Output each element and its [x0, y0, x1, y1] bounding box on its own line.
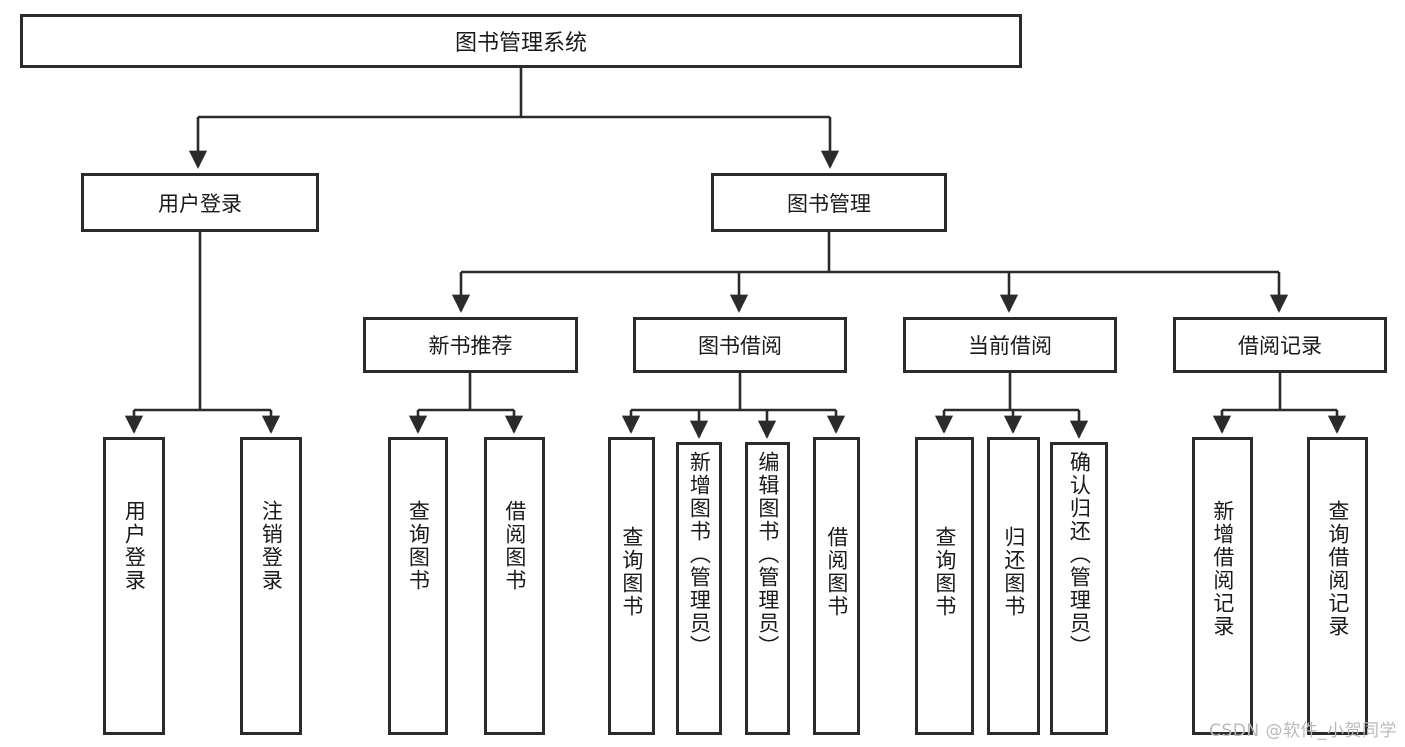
node-leaf-user-login[interactable]: 用户登录 — [103, 437, 165, 735]
node-leaf-add-book-admin[interactable]: 新增图书（管理员） — [676, 442, 722, 735]
node-leaf-query-book-1[interactable]: 查询图书 — [388, 437, 448, 735]
node-new-book-recommend[interactable]: 新书推荐 — [363, 317, 578, 373]
node-borrow-record[interactable]: 借阅记录 — [1173, 317, 1387, 373]
node-book-borrow[interactable]: 图书借阅 — [633, 317, 847, 373]
node-current-borrow[interactable]: 当前借阅 — [903, 317, 1117, 373]
node-leaf-query-book-2-label: 查询图书 — [619, 526, 644, 618]
node-leaf-edit-book-admin-label: 编辑图书（管理员） — [755, 451, 780, 658]
node-leaf-borrow-book-2[interactable]: 借阅图书 — [813, 437, 860, 735]
node-root[interactable]: 图书管理系统 — [20, 14, 1022, 68]
node-leaf-add-borrow-record[interactable]: 新增借阅记录 — [1192, 437, 1253, 735]
node-leaf-borrow-book-1[interactable]: 借阅图书 — [484, 437, 545, 735]
node-leaf-query-book-3-label: 查询图书 — [932, 526, 957, 618]
node-user-login-label: 用户登录 — [158, 191, 242, 216]
node-leaf-user-logout-label: 注销登录 — [259, 500, 284, 592]
node-leaf-add-borrow-record-label: 新增借阅记录 — [1210, 500, 1235, 638]
node-leaf-query-book-3[interactable]: 查询图书 — [915, 437, 974, 735]
node-current-borrow-label: 当前借阅 — [968, 334, 1052, 358]
node-leaf-confirm-return-admin[interactable]: 确认归还（管理员） — [1050, 442, 1108, 735]
node-user-login[interactable]: 用户登录 — [81, 173, 319, 232]
node-leaf-query-borrow-record[interactable]: 查询借阅记录 — [1307, 437, 1368, 735]
node-book-borrow-label: 图书借阅 — [698, 334, 782, 358]
node-leaf-query-borrow-record-label: 查询借阅记录 — [1325, 500, 1350, 638]
node-borrow-record-label: 借阅记录 — [1238, 334, 1322, 358]
node-leaf-return-book-label: 归还图书 — [1001, 526, 1026, 618]
node-leaf-return-book[interactable]: 归还图书 — [987, 437, 1040, 735]
node-leaf-edit-book-admin[interactable]: 编辑图书（管理员） — [745, 442, 790, 735]
node-leaf-borrow-book-2-label: 借阅图书 — [824, 526, 849, 618]
node-book-manage-label: 图书管理 — [787, 191, 871, 216]
node-leaf-user-logout[interactable]: 注销登录 — [240, 437, 302, 735]
node-new-book-recommend-label: 新书推荐 — [428, 334, 513, 358]
node-leaf-query-book-2[interactable]: 查询图书 — [608, 437, 655, 735]
node-leaf-confirm-return-admin-label: 确认归还（管理员） — [1067, 451, 1092, 658]
node-root-label: 图书管理系统 — [454, 31, 587, 56]
node-book-manage[interactable]: 图书管理 — [711, 173, 947, 232]
node-leaf-borrow-book-1-label: 借阅图书 — [502, 500, 527, 592]
node-leaf-user-login-label: 用户登录 — [122, 500, 147, 592]
csdn-watermark: CSDN @软件_小贺同学 — [1209, 721, 1397, 741]
node-leaf-add-book-admin-label: 新增图书（管理员） — [687, 451, 712, 658]
node-leaf-query-book-1-label: 查询图书 — [406, 500, 431, 592]
